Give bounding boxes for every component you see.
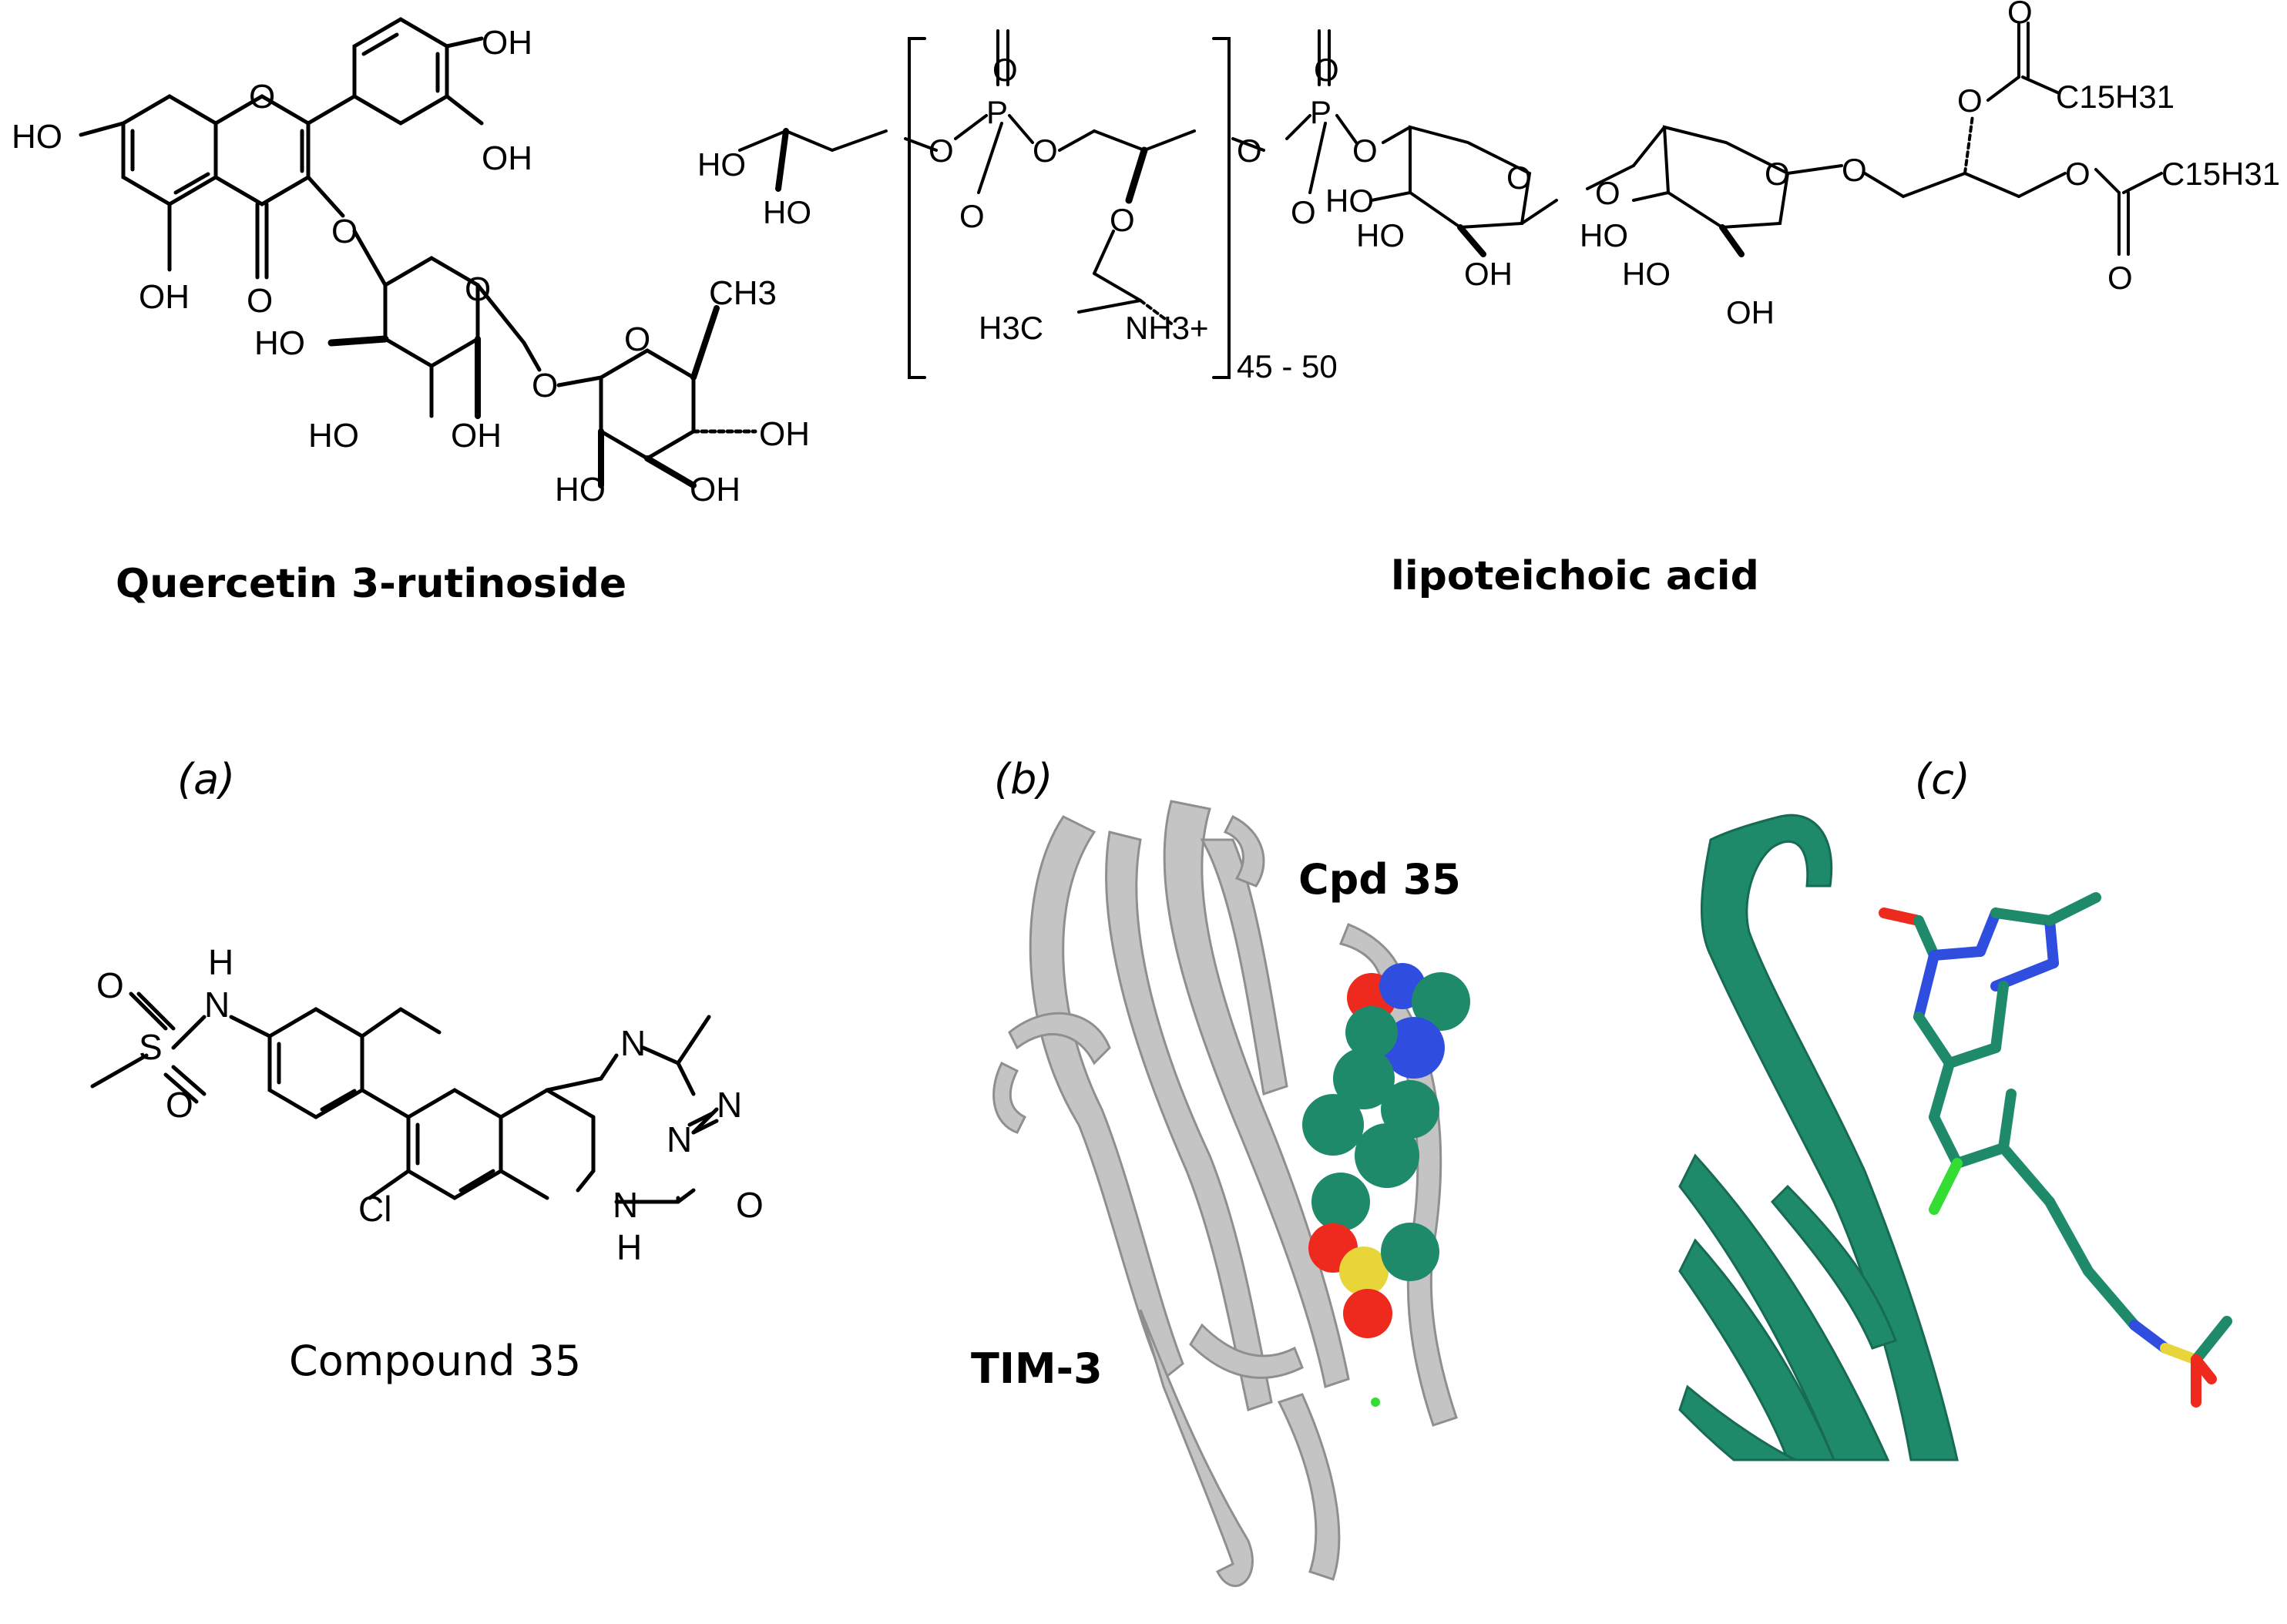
atom-label: O bbox=[1842, 152, 1867, 188]
atom-label: C15H31 bbox=[2056, 79, 2174, 115]
atom-label: HO bbox=[254, 324, 305, 362]
atom-label: HO bbox=[1622, 256, 1671, 292]
atom-label: C15H31 bbox=[2161, 156, 2280, 192]
atom-label: OH bbox=[1726, 294, 1775, 331]
atom-sphere bbox=[1355, 1123, 1419, 1188]
atom-label: Cl bbox=[358, 1189, 391, 1229]
atom-label: OH bbox=[1464, 256, 1513, 292]
lta-title: lipoteichoic acid bbox=[1391, 553, 1759, 599]
atom-label: HO bbox=[12, 118, 62, 156]
atom-label: O bbox=[1110, 202, 1135, 238]
panel-c-label: (c) bbox=[1915, 755, 1970, 804]
atom-label: O bbox=[992, 52, 1018, 88]
atom-label: O bbox=[2107, 260, 2133, 296]
atom-label: O bbox=[247, 282, 273, 320]
quercetin-structure bbox=[79, 17, 757, 488]
atom-label: OH bbox=[690, 471, 741, 508]
atom-label: P bbox=[986, 94, 1008, 130]
panel-c-ligand-sticks bbox=[1879, 892, 2232, 1408]
atom-label: O bbox=[1291, 194, 1316, 230]
atom-label: N bbox=[613, 1185, 638, 1225]
atom-label: O bbox=[1957, 82, 1983, 119]
atom-sphere bbox=[1333, 1048, 1395, 1109]
atom-label: HO bbox=[697, 146, 746, 183]
atom-label: OH bbox=[139, 278, 190, 316]
atom-label: H bbox=[208, 942, 233, 982]
atom-label: O bbox=[331, 213, 358, 250]
atom-sphere bbox=[1311, 1173, 1370, 1231]
atom-label: O bbox=[1314, 52, 1339, 88]
atom-label: OH bbox=[759, 415, 810, 453]
atom-label: N bbox=[620, 1023, 646, 1063]
atom-label: O bbox=[736, 1185, 764, 1225]
atom-sphere bbox=[1381, 1080, 1439, 1139]
atom-label: O bbox=[624, 320, 650, 358]
atom-label: CH3 bbox=[709, 274, 777, 312]
atom-label: H bbox=[616, 1227, 642, 1267]
atom-sphere bbox=[1339, 1247, 1389, 1296]
atom-label: O bbox=[96, 965, 124, 1005]
cpd35-label: Cpd 35 bbox=[1298, 855, 1461, 904]
atom-sphere bbox=[1412, 972, 1470, 1031]
compound-35-structure bbox=[90, 992, 719, 1204]
panel-c-ribbon bbox=[1678, 814, 1959, 1461]
atom-label: HO bbox=[763, 194, 811, 230]
atom-label: O bbox=[1506, 159, 1532, 196]
atom-sphere bbox=[1343, 1289, 1392, 1338]
chlorine-dot bbox=[1371, 1398, 1380, 1407]
atom-label: HO bbox=[555, 471, 606, 508]
quercetin-title: Quercetin 3-rutinoside bbox=[116, 561, 626, 607]
atom-label: OH bbox=[482, 139, 532, 177]
atom-label: O bbox=[465, 270, 491, 308]
atom-label: O bbox=[1595, 175, 1620, 211]
atom-label: OH bbox=[451, 417, 502, 455]
atom-label: N bbox=[204, 985, 230, 1025]
atom-label: HO bbox=[308, 417, 359, 455]
atom-label: O bbox=[2007, 0, 2033, 30]
tim3-label: TIM-3 bbox=[971, 1344, 1103, 1393]
atom-label: O bbox=[1033, 133, 1058, 169]
compound-35-name: Compound 35 bbox=[289, 1337, 581, 1385]
atom-label: O bbox=[1765, 156, 1790, 192]
repeat-count: 45 - 50 bbox=[1237, 348, 1338, 384]
atom-label: N bbox=[667, 1119, 692, 1159]
atom-label: S bbox=[139, 1027, 163, 1067]
atom-label: OH bbox=[482, 24, 532, 62]
panel-a-label: (a) bbox=[177, 755, 235, 804]
lta-structure bbox=[738, 22, 2163, 379]
atom-label: O bbox=[1352, 133, 1378, 169]
lta-atom-labels: HO HO O P O O O O H3C NH3+ O P O O O HO … bbox=[697, 0, 2280, 384]
atom-label: HO bbox=[1356, 217, 1405, 253]
atom-sphere bbox=[1381, 1223, 1439, 1281]
atom-sphere bbox=[1383, 1017, 1445, 1079]
quercetin-atom-labels: OH HO OH OH O O O O O O HO HO OH CH3 OH … bbox=[12, 24, 810, 508]
atom-label: O bbox=[929, 133, 954, 169]
panel-b-label: (b) bbox=[994, 755, 1053, 804]
atom-label: HO bbox=[1325, 183, 1374, 219]
atom-sphere bbox=[1345, 1006, 1398, 1059]
compound-35-atom-labels: H N O S O N N N Cl N H O bbox=[96, 942, 764, 1267]
atom-label: O bbox=[249, 78, 275, 116]
atom-label: H3C bbox=[979, 310, 1043, 346]
atom-sphere bbox=[1302, 1094, 1364, 1156]
atom-label: HO bbox=[1580, 217, 1628, 253]
atom-label: N bbox=[717, 1085, 742, 1125]
atom-label: NH3+ bbox=[1125, 310, 1209, 346]
tim3-protein-ribbon bbox=[992, 800, 1458, 1587]
atom-label: O bbox=[532, 367, 558, 404]
atom-label: P bbox=[1310, 94, 1332, 130]
atom-label: O bbox=[959, 198, 985, 234]
atom-label: O bbox=[2065, 156, 2091, 192]
atom-label: O bbox=[1237, 133, 1262, 169]
atom-label: O bbox=[166, 1085, 193, 1125]
cpd35-spacefill bbox=[1302, 963, 1470, 1338]
